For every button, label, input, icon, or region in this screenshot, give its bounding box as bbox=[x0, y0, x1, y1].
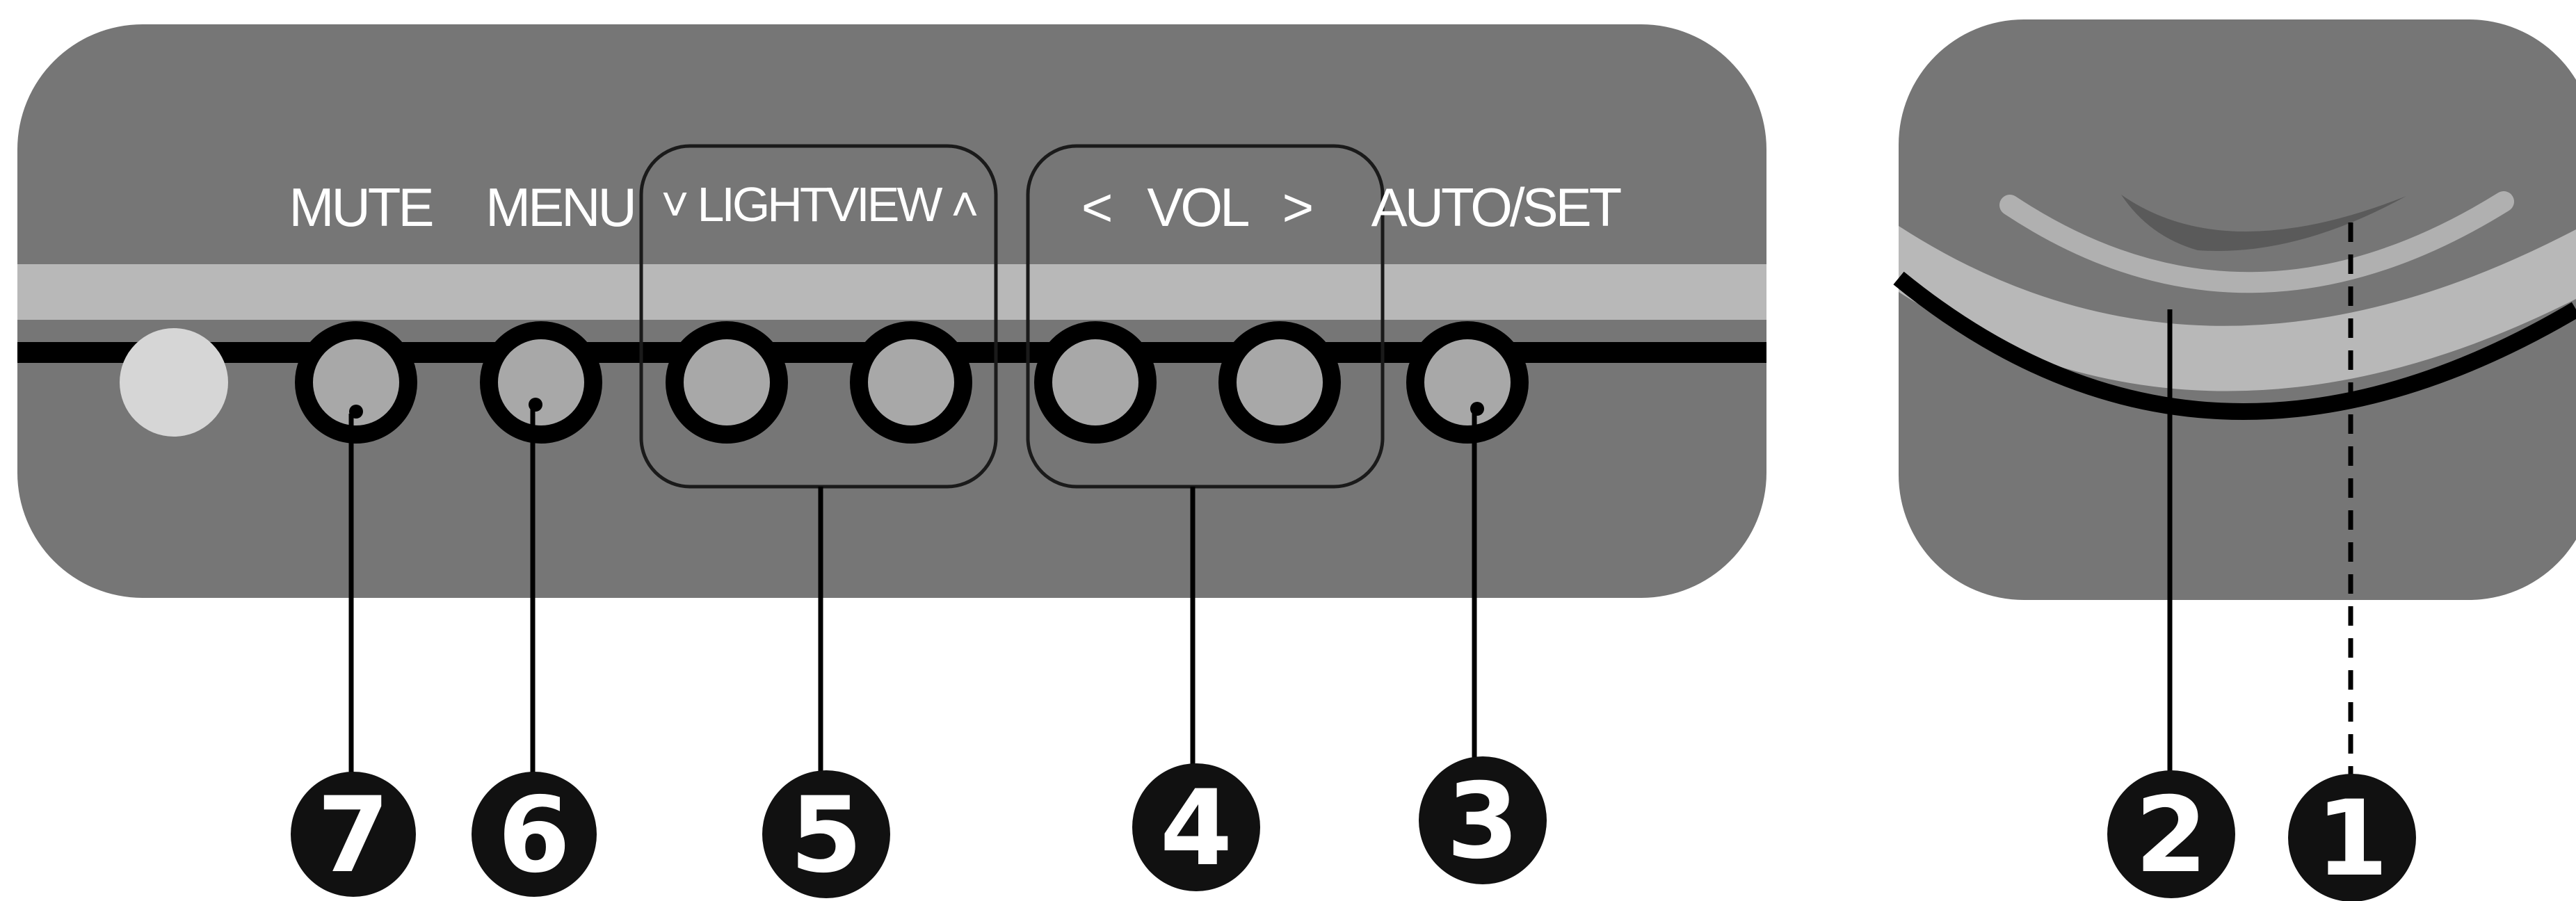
bezel-detail-background bbox=[1899, 19, 2576, 600]
callout-2-badge bbox=[2107, 770, 2235, 898]
callout-5: 5 bbox=[762, 770, 890, 898]
bezel-edge bbox=[1893, 271, 2576, 420]
callout-1: 1 bbox=[2288, 774, 2416, 901]
vol-down-button[interactable] bbox=[1034, 321, 1157, 444]
callout-2: 2 bbox=[2107, 770, 2235, 898]
lightview-down-button[interactable] bbox=[666, 321, 788, 444]
menu-button[interactable] bbox=[480, 321, 602, 444]
vol-button-group bbox=[1026, 144, 1385, 489]
bezel-light-band bbox=[1899, 226, 2576, 391]
power-indicator-icon bbox=[2121, 195, 2406, 252]
callout-4: 4 bbox=[1132, 763, 1260, 891]
callout-6: 6 bbox=[472, 772, 597, 897]
callout-5-number: 5 bbox=[790, 775, 862, 896]
mute-label: MUTE bbox=[289, 177, 433, 238]
callout-7: 7 bbox=[291, 772, 416, 897]
callout-1-badge bbox=[2288, 774, 2416, 901]
callout-leaders bbox=[348, 222, 2353, 793]
mute-button[interactable] bbox=[295, 321, 417, 444]
callout-2-number: 2 bbox=[2135, 775, 2207, 896]
auto-set-button[interactable] bbox=[1406, 321, 1529, 444]
menu-label: MENU bbox=[485, 177, 634, 238]
callout-3-badge bbox=[1419, 756, 1547, 884]
callout-3-number: 3 bbox=[1447, 761, 1519, 882]
power-led-icon bbox=[120, 328, 228, 437]
bezel-detail-panel bbox=[1893, 19, 2576, 600]
callout-4-number: 4 bbox=[1160, 768, 1232, 889]
auto-set-label: AUTO/SET bbox=[1371, 177, 1621, 238]
callout-7-badge bbox=[291, 772, 416, 897]
vol-up-button[interactable] bbox=[1218, 321, 1341, 444]
panel-stripe bbox=[17, 264, 1766, 320]
callout-1-number: 1 bbox=[2316, 779, 2388, 900]
callout-3: 3 bbox=[1419, 756, 1547, 884]
vol-label: < VOL > bbox=[1081, 177, 1312, 238]
callout-5-badge bbox=[762, 770, 890, 898]
lightview-up-button[interactable] bbox=[850, 321, 972, 444]
callout-6-number: 6 bbox=[498, 775, 570, 896]
control-panel: MUTE MENU ˅ LIGHTVIEW ˄ < VOL > AUTO/SET bbox=[17, 24, 1766, 598]
bezel-highlight bbox=[1999, 191, 2514, 293]
callout-6-badge bbox=[472, 772, 597, 897]
callout-7-number: 7 bbox=[317, 775, 389, 896]
callout-4-badge bbox=[1132, 763, 1260, 891]
lightview-label: ˅ LIGHTVIEW ˄ bbox=[661, 177, 977, 232]
